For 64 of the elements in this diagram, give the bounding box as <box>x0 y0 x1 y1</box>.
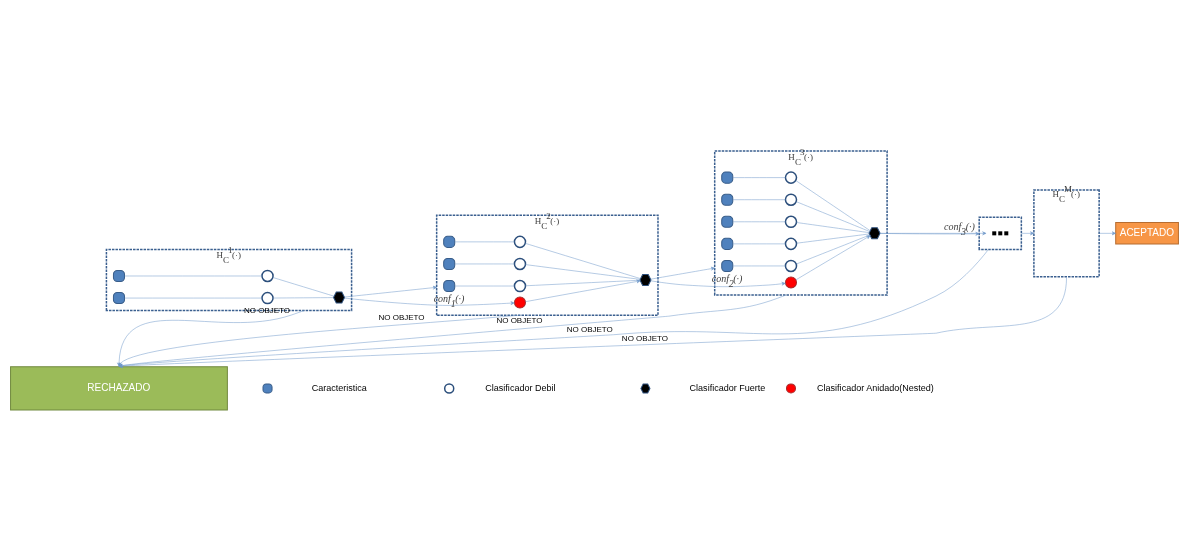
connector <box>454 285 515 286</box>
node-circle <box>513 257 527 270</box>
node-circle <box>784 192 798 206</box>
arrow <box>344 297 515 306</box>
legend-label: Clasificador Fuerte <box>689 382 766 393</box>
arrow <box>525 279 641 302</box>
arrow <box>1098 231 1116 235</box>
connector <box>796 200 871 232</box>
connector <box>796 234 870 264</box>
connector <box>732 265 786 266</box>
arrow <box>650 266 715 279</box>
connector <box>732 221 786 222</box>
arrow <box>344 285 437 297</box>
node-box <box>721 215 734 228</box>
node-circle <box>784 215 798 228</box>
arrow <box>879 231 980 236</box>
node-box <box>443 235 456 248</box>
node-circle <box>261 291 274 304</box>
connector <box>272 296 334 298</box>
node-box <box>112 291 125 304</box>
node-circle <box>784 276 797 289</box>
node-box <box>721 237 734 250</box>
node-box <box>721 171 734 184</box>
edge-label: NO OBJETO <box>378 312 425 322</box>
connector <box>124 275 263 276</box>
edge-label: NO OBJETO <box>566 324 613 334</box>
node-circle <box>513 296 526 309</box>
connector <box>454 263 515 264</box>
arrow <box>1021 231 1035 235</box>
connector <box>732 176 786 178</box>
edge-label: NO OBJETO <box>496 315 543 325</box>
connector <box>796 221 870 233</box>
connector <box>124 297 263 298</box>
node-circle <box>513 235 527 248</box>
arrow <box>650 280 786 287</box>
connector <box>732 243 786 244</box>
legend-label: Clasificador Anidado(Nested) <box>817 382 934 393</box>
connector <box>796 233 870 243</box>
connector <box>525 279 641 286</box>
edge-label: NO OBJETO <box>621 333 669 343</box>
connector <box>732 198 786 200</box>
arrow <box>879 231 987 235</box>
legend-label: Clasificador Debil <box>485 382 556 393</box>
connector <box>525 242 641 279</box>
node-box <box>721 259 734 272</box>
node-hexagon <box>639 273 652 286</box>
node-circle <box>784 237 798 250</box>
arrow <box>795 234 871 280</box>
connector <box>795 179 871 231</box>
node-hexagon <box>333 291 346 304</box>
node-box <box>721 193 734 206</box>
node-circle <box>784 259 798 272</box>
cluster <box>978 216 1023 250</box>
connector <box>272 276 335 296</box>
connector <box>525 263 641 280</box>
node-box <box>112 269 125 282</box>
node-circle <box>261 269 274 282</box>
node-circle <box>513 279 527 292</box>
node-box: ACEPTADO <box>1115 221 1179 245</box>
legend-label: Caracteristica <box>311 382 367 393</box>
node-box <box>443 257 456 270</box>
connector <box>454 241 515 242</box>
node-circle <box>784 170 798 184</box>
node-box <box>443 279 456 292</box>
